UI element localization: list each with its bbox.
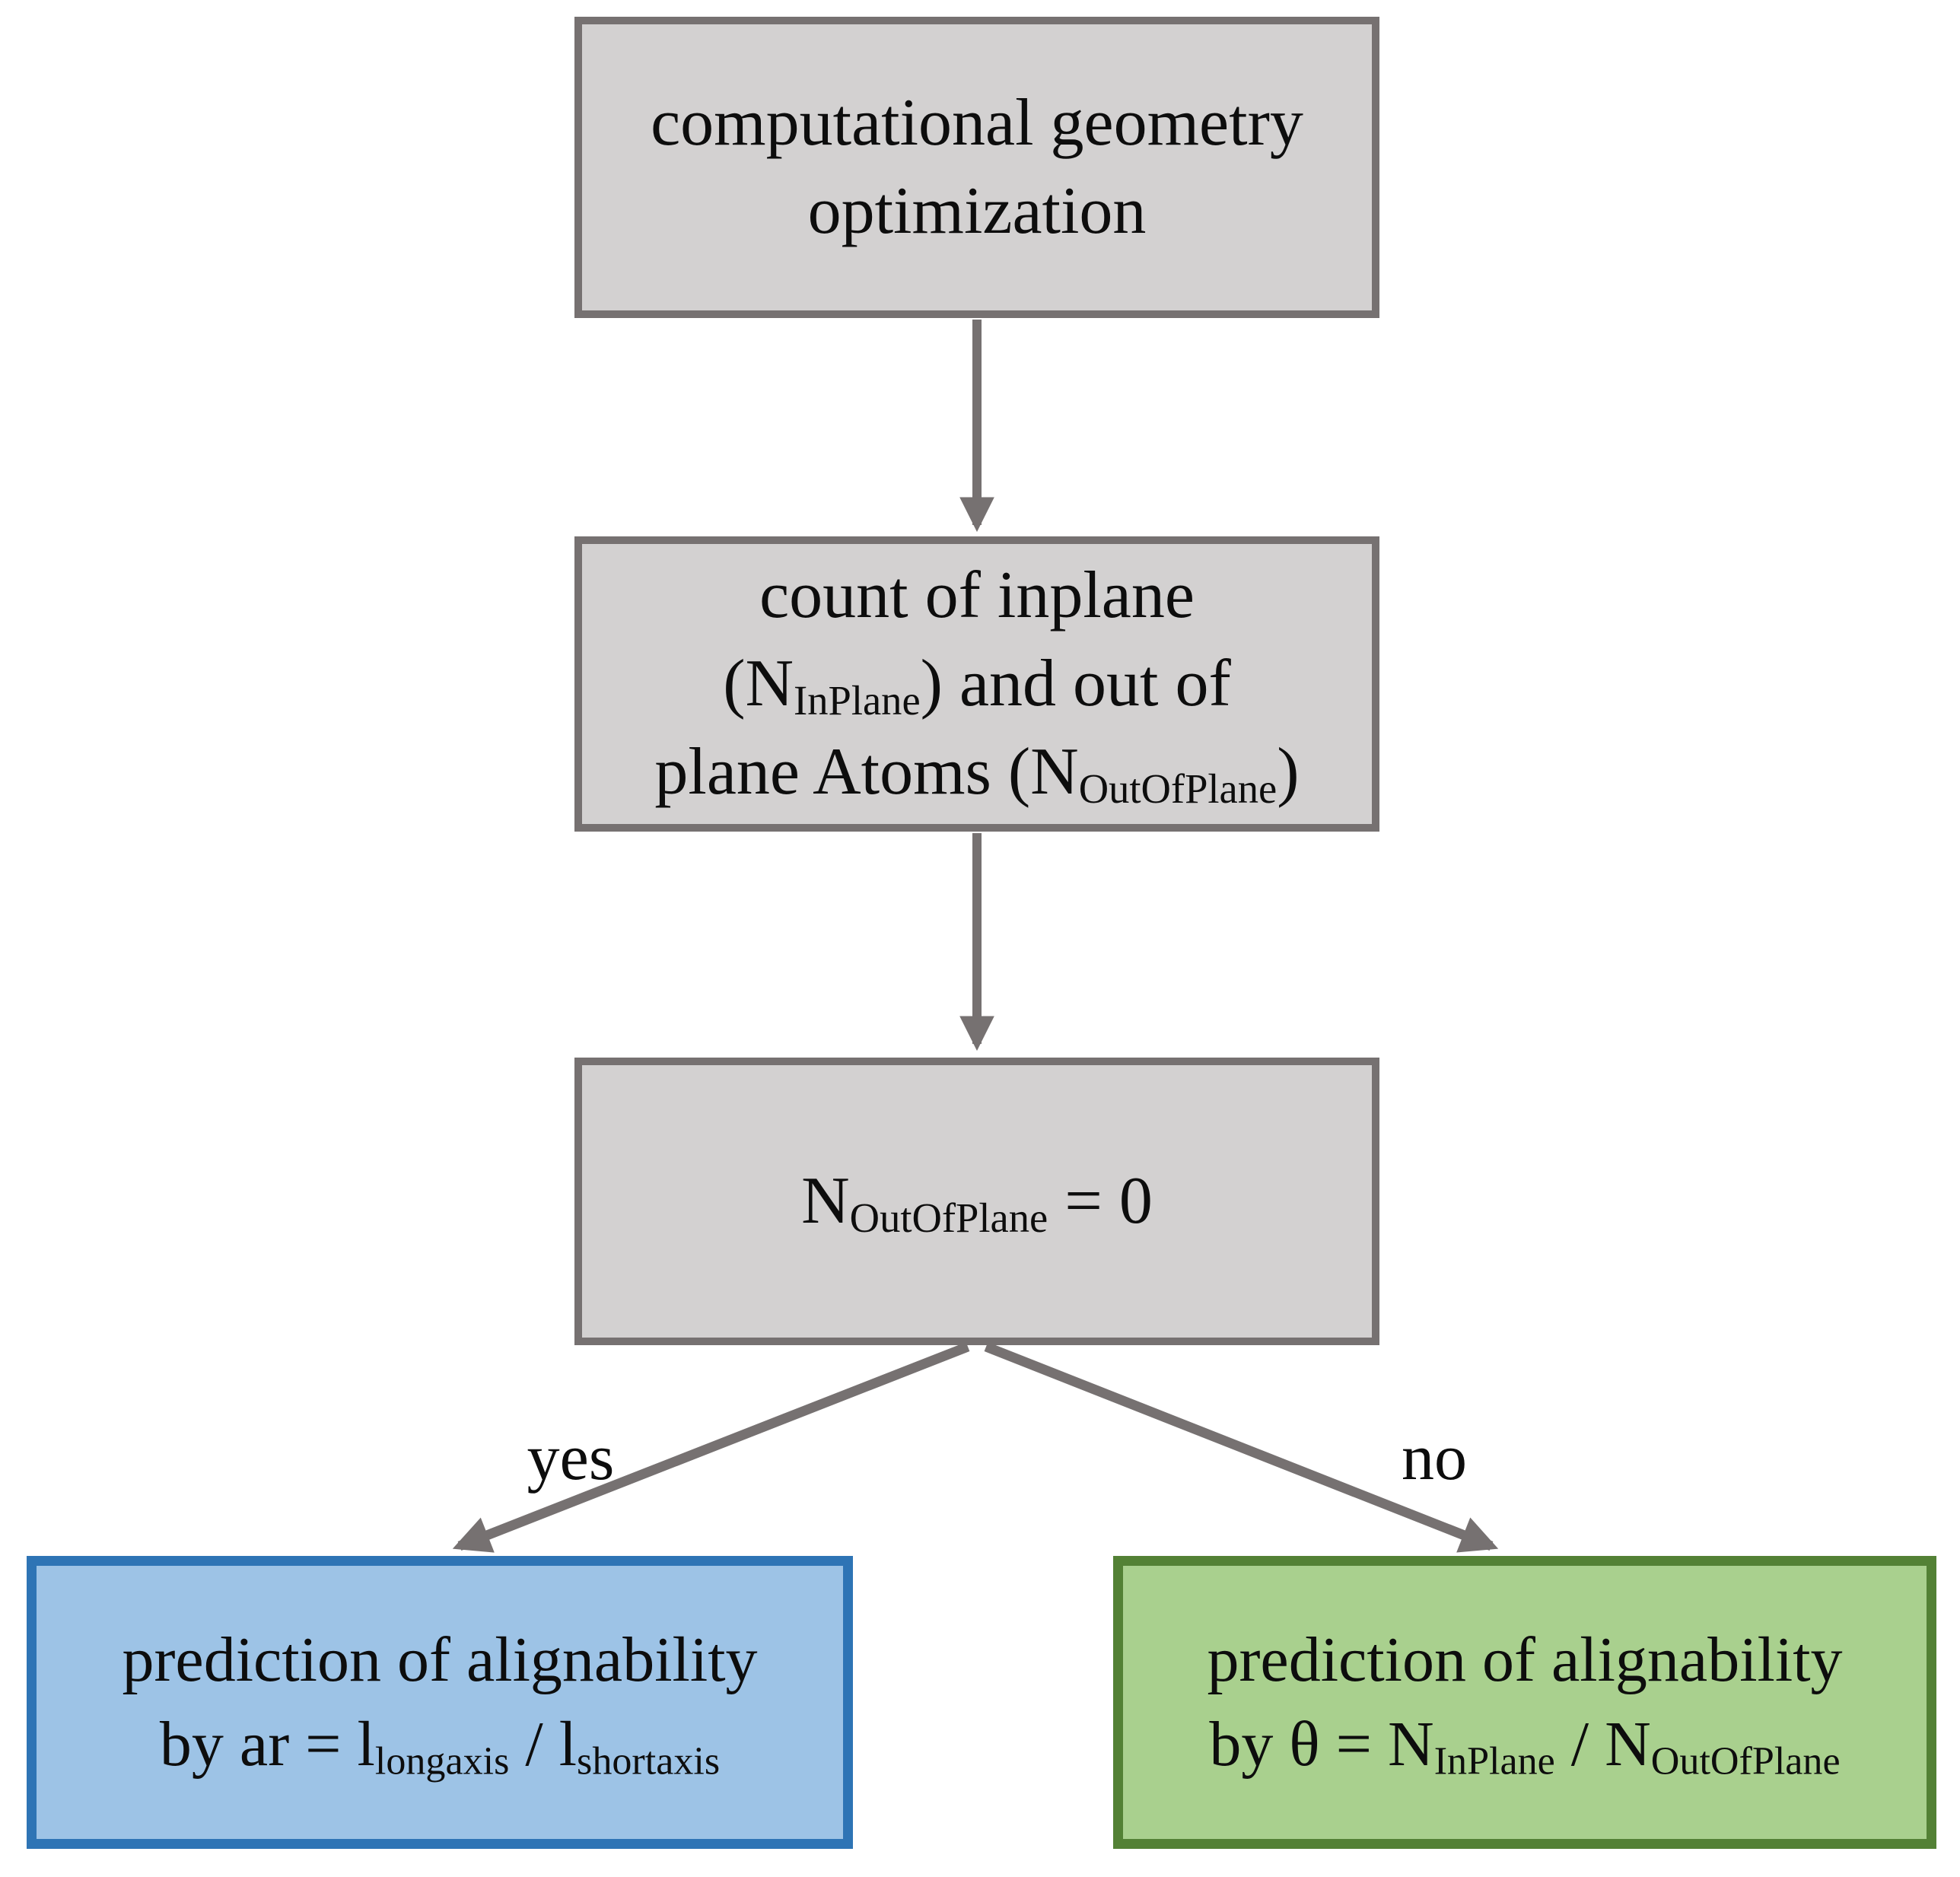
node-outofplane-zero-decision: NOutOfPlane = 0 xyxy=(574,1058,1379,1345)
edge-label-yes: yes xyxy=(527,1420,615,1494)
edge-label-no: no xyxy=(1402,1420,1467,1494)
node-outofplane-zero-decision-label: NOutOfPlane = 0 xyxy=(801,1163,1153,1241)
